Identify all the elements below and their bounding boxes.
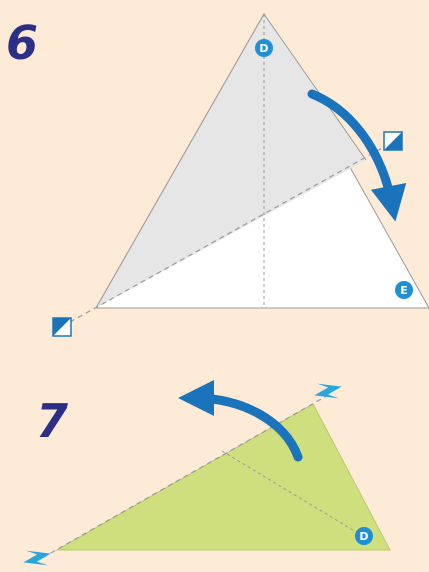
step7-paper-triangle [55,403,391,551]
point-d-label: D [359,530,368,543]
step7-crease [221,450,367,539]
step6-shaded-region [96,14,366,308]
step7-figure: D [23,380,391,566]
step7-fold-line [34,393,331,563]
unfold-marker-icon [23,550,51,566]
point-d-badge: D [255,39,273,57]
step-number-6: 6 [6,16,39,70]
step6-figure: D E [52,12,429,337]
fold-arrow-icon [307,89,407,222]
fold-arrow-icon [178,380,303,462]
step-number-7: 7 [36,394,69,448]
point-d-label: D [259,42,268,55]
valley-fold-marker-icon [383,131,403,151]
valley-fold-marker-icon [52,317,72,337]
point-d-badge: D [355,527,373,545]
point-e-label: E [400,284,408,297]
point-e-badge: E [395,281,413,299]
unfold-marker-icon [314,383,342,399]
step6-fold-line [69,141,394,323]
